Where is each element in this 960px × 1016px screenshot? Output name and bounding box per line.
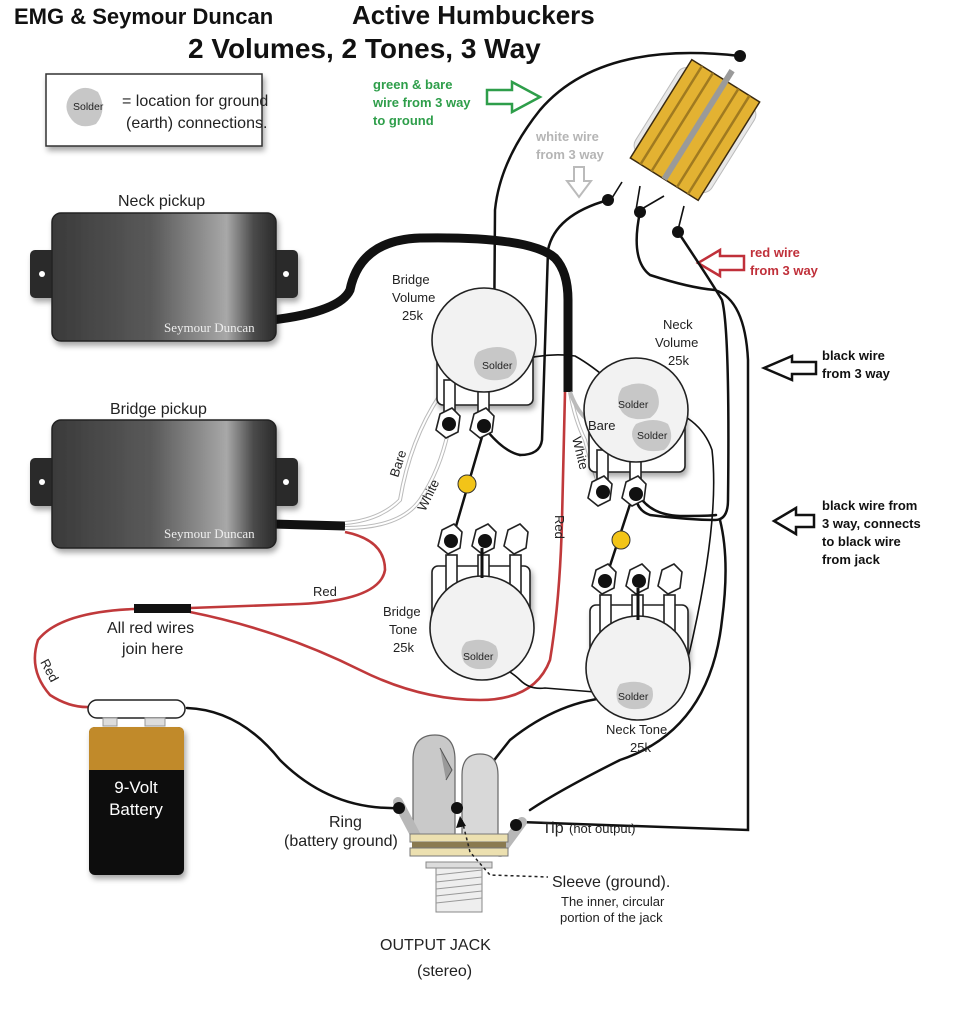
neck-volume-solder-2 (632, 420, 672, 452)
neck-red-wire (189, 391, 567, 702)
switch-black-wire-jack (518, 210, 750, 832)
sleeve-label-1: Sleeve (ground). (552, 874, 670, 891)
white-annotation-line1: white wire (535, 129, 599, 144)
neck-tone-capacitor (611, 530, 631, 550)
green-arrow-icon (485, 79, 543, 115)
black-annotation-1-line1: black wire (822, 348, 885, 363)
battery-label-2: Battery (109, 800, 163, 819)
bridge-tone-solder (461, 639, 498, 670)
bridge-red-wire (189, 530, 387, 610)
neck-red-wire-label: Red (552, 515, 567, 539)
switch-ground-node (734, 50, 746, 62)
red-wire-join-sleeve (134, 604, 191, 613)
black-wire-to-tip (528, 518, 727, 812)
neck-volume-label-2: Volume (655, 335, 698, 350)
sleeve-label-2: The inner, circular (561, 894, 665, 909)
sleeve-label-3: portion of the jack (560, 910, 663, 925)
neck-tone-value: 25k (630, 740, 651, 755)
neck-tone-solder (616, 681, 653, 710)
neck-vol-output-loop (636, 492, 718, 518)
neck-pickup-brand: Seymour Duncan (164, 320, 255, 335)
neck-tone-pot (585, 563, 691, 721)
legend-text-line2: (earth) connections. (126, 115, 267, 132)
bridge-white-wire-label: White (414, 477, 442, 513)
neck-tone-solder-label: Solder (618, 691, 649, 703)
neck-volume-solder-2-label: Solder (637, 430, 668, 442)
black-arrow-2-icon (771, 505, 816, 537)
red-join-label-1: All red wires (107, 620, 194, 637)
switch-black-node (634, 206, 646, 218)
battery-label-1: 9-Volt (114, 778, 158, 797)
bridge-vol-output-loop (486, 430, 522, 457)
output-jack (393, 734, 549, 913)
neck-pickup-label: Neck pickup (118, 193, 205, 210)
green-annotation-line2: wire from 3 way (372, 95, 471, 110)
switch-red-node (672, 226, 684, 238)
bridge-volume-solder (474, 347, 517, 381)
black-annotation-2-line2: 3 way, connects (822, 516, 921, 531)
red-annotation-line1: red wire (750, 245, 800, 260)
legend-solder-label: Solder (73, 101, 104, 113)
black-annotation-2-line1: black wire from (822, 498, 917, 513)
green-annotation-line3: to ground (373, 113, 434, 128)
bridge-pickup-brand: Seymour Duncan (164, 526, 255, 541)
switch-lug-2 (635, 185, 641, 211)
neck-volume-value: 25k (668, 353, 689, 368)
bridge-tone-label-2: Tone (389, 622, 417, 637)
battery-red-wire (33, 607, 136, 709)
bridge-tone-value: 25k (393, 640, 414, 655)
bridge-tone-capacitor (457, 474, 477, 494)
neck-bare-wire-label: Bare (588, 418, 615, 433)
title-line2: 2 Volumes, 2 Tones, 3 Way (188, 33, 541, 64)
black-annotation-2-line4: from jack (822, 552, 881, 567)
black-arrow-1-icon (760, 354, 818, 382)
bridge-volume-value: 25k (402, 308, 423, 323)
red-join-label-2: join here (121, 641, 183, 658)
bridge-tone-label-1: Bridge (383, 604, 421, 619)
bridge-pickup-cable (271, 519, 346, 531)
switch-red-wire (634, 230, 730, 522)
white-annotation-line2: from 3 way (536, 147, 605, 162)
switch-lug-4 (677, 205, 685, 231)
bridge-tone-solder-label: Solder (463, 651, 494, 663)
red-arrow-icon (695, 247, 746, 279)
output-jack-title: OUTPUT JACK (380, 937, 491, 954)
neck-pickup-cable (271, 233, 573, 392)
bridge-volume-label-1: Bridge (392, 272, 430, 287)
neck-pickup (30, 212, 298, 342)
red-annotation-line2: from 3 way (750, 263, 819, 278)
bridge-pickup-label: Bridge pickup (110, 401, 207, 418)
bridge-red-wire-label: Red (313, 584, 337, 599)
neck-tone-label: Neck Tone (606, 722, 667, 737)
neck-volume-label-1: Neck (663, 317, 693, 332)
tip-label: Tip (542, 820, 564, 837)
bridge-volume-solder-label: Solder (482, 360, 513, 372)
tip-note: (hot output) (569, 821, 636, 836)
switch-ground-wire (492, 51, 742, 352)
neck-volume-solder-1-label: Solder (618, 399, 649, 411)
battery-ground-wire (185, 706, 400, 810)
title-line1-left: EMG & Seymour Duncan (14, 4, 273, 29)
legend-solder-blob (66, 87, 103, 127)
ring-label-1: Ring (329, 814, 362, 831)
white-arrow-icon (565, 166, 593, 199)
bridge-tone-pot (429, 523, 535, 681)
output-jack-subtitle: (stereo) (417, 963, 472, 980)
legend-text-line1: = location for ground (122, 93, 268, 110)
neck-volume-solder-1 (618, 383, 659, 420)
black-annotation-2-line3: to black wire (822, 534, 901, 549)
ring-label-2: (battery ground) (284, 833, 398, 850)
bridge-white-wire-inner (344, 431, 449, 529)
switch-white-node (602, 194, 614, 206)
green-annotation-line1: green & bare (373, 77, 452, 92)
battery (87, 699, 186, 875)
title-line1-right: Active Humbuckers (352, 0, 595, 30)
three-way-switch (629, 58, 761, 202)
bridge-pickup (30, 419, 298, 549)
black-annotation-1-line2: from 3 way (822, 366, 891, 381)
bridge-volume-label-2: Volume (392, 290, 435, 305)
